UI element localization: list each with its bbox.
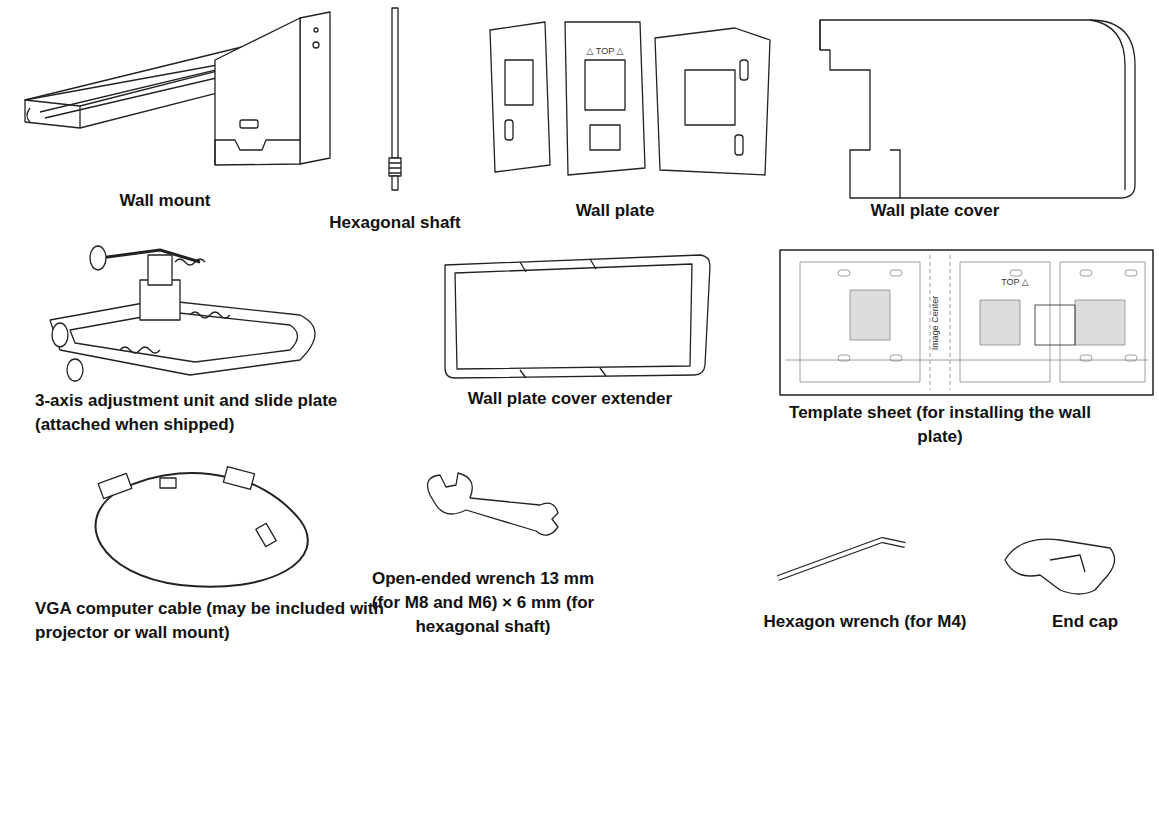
extender-label: Wall plate cover extender <box>450 387 690 411</box>
wall-mount-drawing <box>25 12 330 165</box>
wall-plate-label: Wall plate <box>545 199 685 223</box>
adjustment-unit-label: 3-axis adjustment unit and slide plate (… <box>35 389 365 437</box>
cable-label: VGA computer cable (may be included with… <box>35 597 425 645</box>
hex-wrench-drawing <box>778 540 905 578</box>
shaft-label: Hexagonal shaft <box>305 211 485 235</box>
cover-label: Wall plate cover <box>845 199 1025 223</box>
top-mark: TOP △ <box>990 277 1040 287</box>
cover-extender-drawing <box>445 255 710 378</box>
wall-plate-cover-drawing <box>820 20 1135 198</box>
top-mark: △ TOP △ <box>575 46 635 56</box>
wall-mount-label: Wall mount <box>85 189 245 213</box>
end-cap-drawing <box>1005 539 1115 594</box>
wall-plate-drawing <box>490 22 770 175</box>
wrench-label: Open-ended wrench 13 mm (for M8 and M6) … <box>368 567 598 639</box>
template-sheet-drawing <box>780 250 1153 395</box>
hex-wrench-label: Hexagon wrench (for M4) <box>755 610 975 634</box>
end-cap-label: End cap <box>1030 610 1140 634</box>
adjustment-unit-drawing <box>50 246 315 381</box>
image-center-mark: Image Center <box>930 288 940 358</box>
hexagonal-shaft-drawing <box>389 8 401 190</box>
template-label: Template sheet (for installing the wall … <box>770 401 1110 449</box>
open-wrench-drawing <box>428 473 558 535</box>
vga-cable-drawing <box>96 467 308 587</box>
